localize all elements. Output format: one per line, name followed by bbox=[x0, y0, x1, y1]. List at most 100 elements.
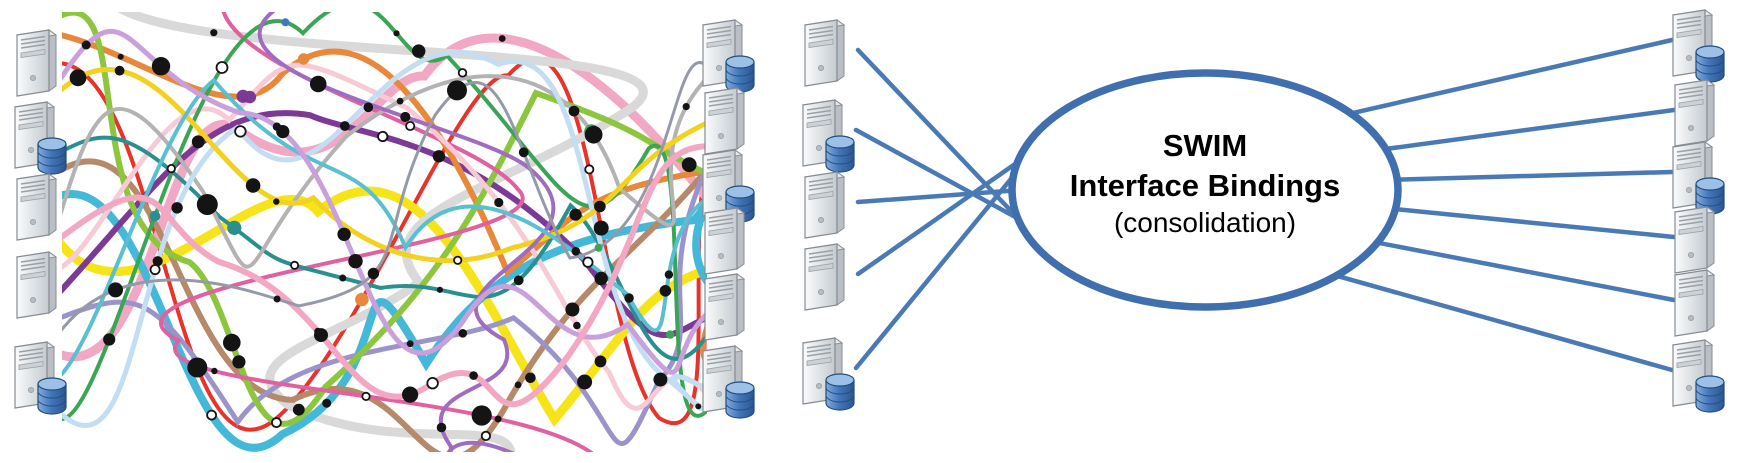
network-node bbox=[665, 330, 675, 339]
network-node bbox=[695, 403, 702, 410]
network-node bbox=[108, 282, 123, 298]
network-node bbox=[426, 377, 439, 390]
network-node bbox=[290, 260, 300, 270]
swim-title: SWIM bbox=[1162, 128, 1248, 163]
network-node bbox=[348, 254, 363, 269]
network-node bbox=[234, 125, 247, 138]
network-node bbox=[514, 381, 522, 389]
network-node bbox=[273, 198, 280, 205]
network-node bbox=[568, 105, 580, 117]
network-node bbox=[405, 121, 416, 132]
network-node bbox=[292, 403, 305, 416]
network-node bbox=[569, 208, 582, 221]
database-server-icon bbox=[698, 342, 760, 420]
database-server-icon bbox=[698, 146, 760, 224]
network-node bbox=[498, 35, 506, 42]
interface-bindings-title: Interface Bindings bbox=[1069, 167, 1341, 203]
network-node bbox=[232, 355, 246, 369]
network-node bbox=[494, 415, 502, 423]
network-node bbox=[594, 243, 603, 252]
network-node bbox=[69, 69, 87, 87]
network-node bbox=[339, 121, 350, 131]
network-node bbox=[309, 75, 327, 93]
network-node bbox=[400, 111, 411, 123]
network-node bbox=[211, 367, 218, 375]
network-node bbox=[276, 125, 290, 139]
network-node bbox=[166, 164, 176, 174]
network-node bbox=[457, 68, 468, 78]
network-node bbox=[594, 271, 608, 286]
network-node bbox=[215, 61, 229, 74]
network-node bbox=[187, 357, 208, 378]
database-server-icon bbox=[698, 16, 760, 94]
network-node bbox=[273, 295, 281, 303]
network-node bbox=[270, 417, 282, 429]
network-node bbox=[471, 405, 492, 426]
network-node bbox=[436, 286, 443, 293]
network-node bbox=[659, 285, 672, 297]
network-node bbox=[593, 220, 609, 236]
network-node bbox=[469, 371, 478, 380]
network-node bbox=[571, 247, 581, 256]
network-node bbox=[363, 102, 374, 113]
network-node bbox=[681, 157, 697, 173]
network-node bbox=[355, 292, 369, 307]
network-node bbox=[664, 270, 674, 279]
network-node bbox=[573, 321, 581, 330]
network-node bbox=[584, 125, 603, 144]
network-node bbox=[149, 210, 161, 222]
network-node bbox=[682, 103, 690, 111]
network-node bbox=[367, 267, 380, 280]
network-node bbox=[432, 150, 446, 163]
network-node bbox=[624, 293, 634, 303]
network-node bbox=[81, 40, 91, 50]
network-node bbox=[337, 227, 351, 241]
network-node bbox=[191, 135, 205, 149]
network-node bbox=[297, 53, 310, 65]
network-node bbox=[245, 178, 261, 193]
network-node bbox=[402, 386, 419, 403]
network-node bbox=[171, 202, 183, 214]
network-node bbox=[227, 220, 242, 235]
network-node bbox=[377, 130, 389, 143]
server-icon bbox=[700, 204, 762, 282]
network-node bbox=[281, 18, 290, 27]
server-icon bbox=[700, 84, 762, 162]
network-node bbox=[594, 200, 606, 213]
consolidation-subtitle: (consolidation) bbox=[1113, 207, 1297, 239]
network-node bbox=[453, 255, 463, 265]
network-node bbox=[406, 340, 414, 348]
network-node bbox=[393, 30, 400, 37]
network-node bbox=[480, 430, 491, 441]
network-node bbox=[584, 164, 595, 175]
consolidation-connections bbox=[853, 37, 1677, 373]
network-node bbox=[149, 264, 161, 276]
network-node bbox=[525, 372, 536, 384]
network-node bbox=[494, 197, 504, 208]
network-node bbox=[103, 333, 116, 346]
network-node bbox=[412, 44, 426, 58]
network-node bbox=[196, 194, 218, 215]
network-node bbox=[206, 409, 218, 421]
network-node bbox=[361, 391, 371, 401]
swim-ellipse-label: SWIM Interface Bindings (consolidation) bbox=[1012, 126, 1398, 242]
network-node bbox=[518, 147, 529, 158]
network-node bbox=[582, 256, 594, 268]
network-node bbox=[577, 374, 593, 390]
network-node bbox=[447, 80, 467, 101]
server-icon bbox=[700, 270, 762, 348]
network-node bbox=[223, 333, 241, 352]
network-node bbox=[594, 355, 607, 368]
swim-ellipse bbox=[1008, 69, 1402, 311]
network-node bbox=[314, 327, 322, 335]
network-node bbox=[243, 90, 257, 104]
network-node bbox=[322, 398, 332, 408]
network-node bbox=[458, 329, 468, 338]
network-node bbox=[339, 274, 347, 282]
network-node bbox=[396, 97, 404, 105]
network-node bbox=[117, 53, 124, 60]
network-node bbox=[565, 302, 580, 317]
network-node bbox=[114, 65, 125, 76]
network-node bbox=[513, 275, 524, 286]
